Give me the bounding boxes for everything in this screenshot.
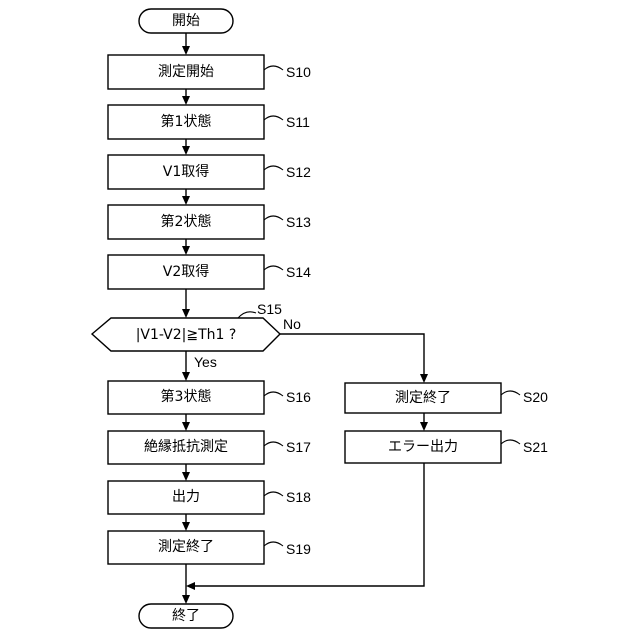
no-label: No [283,316,301,332]
step-s20: 測定終了 S20 [345,383,548,413]
step-label: 第3状態 [161,388,212,405]
step-label: 測定終了 [158,539,214,555]
step-tag: S14 [286,264,311,280]
step-label: 第1状態 [161,113,212,130]
step-s14: V2取得 S14 [108,255,311,289]
step-tag: S13 [286,214,311,230]
step-tag: S16 [286,389,311,405]
step-label: エラー出力 [388,439,458,455]
step-tag: S18 [286,489,311,505]
step-s16: 第3状態 S16 [108,381,311,414]
decision-s15: |V1-V2|≧Th1 ? S15 No Yes [92,301,301,370]
step-s17: 絶縁抵抗測定 S17 [108,431,311,464]
yes-label: Yes [194,354,217,370]
step-label: 絶縁抵抗測定 [144,439,228,455]
step-label: 測定開始 [158,64,214,80]
step-s19: 測定終了 S19 [108,531,311,564]
step-tag: S17 [286,439,311,455]
step-label: V2取得 [163,263,209,280]
step-tag: S12 [286,164,311,180]
step-label: 測定終了 [395,390,451,406]
step-tag: S11 [286,114,310,130]
decision-tag: S15 [257,301,282,317]
step-s11: 第1状態 S11 [108,105,310,139]
step-s21: エラー出力 S21 [345,431,548,463]
step-tag: S20 [523,389,548,405]
end-label: 終了 [172,608,200,624]
step-label: 第2状態 [161,213,212,230]
start-terminal: 開始 [139,9,233,33]
step-s13: 第2状態 S13 [108,205,311,239]
step-s12: V1取得 S12 [108,155,311,189]
step-tag: S10 [286,64,311,80]
end-terminal: 終了 [139,604,233,628]
start-label: 開始 [172,13,200,29]
step-s10: 測定開始 S10 [108,55,311,89]
step-tag: S21 [523,439,548,455]
step-s18: 出力 S18 [108,481,311,514]
step-tag: S19 [286,541,311,557]
step-label: 出力 [172,489,200,505]
decision-label: |V1-V2|≧Th1 ? [136,327,237,343]
step-label: V1取得 [163,163,209,180]
